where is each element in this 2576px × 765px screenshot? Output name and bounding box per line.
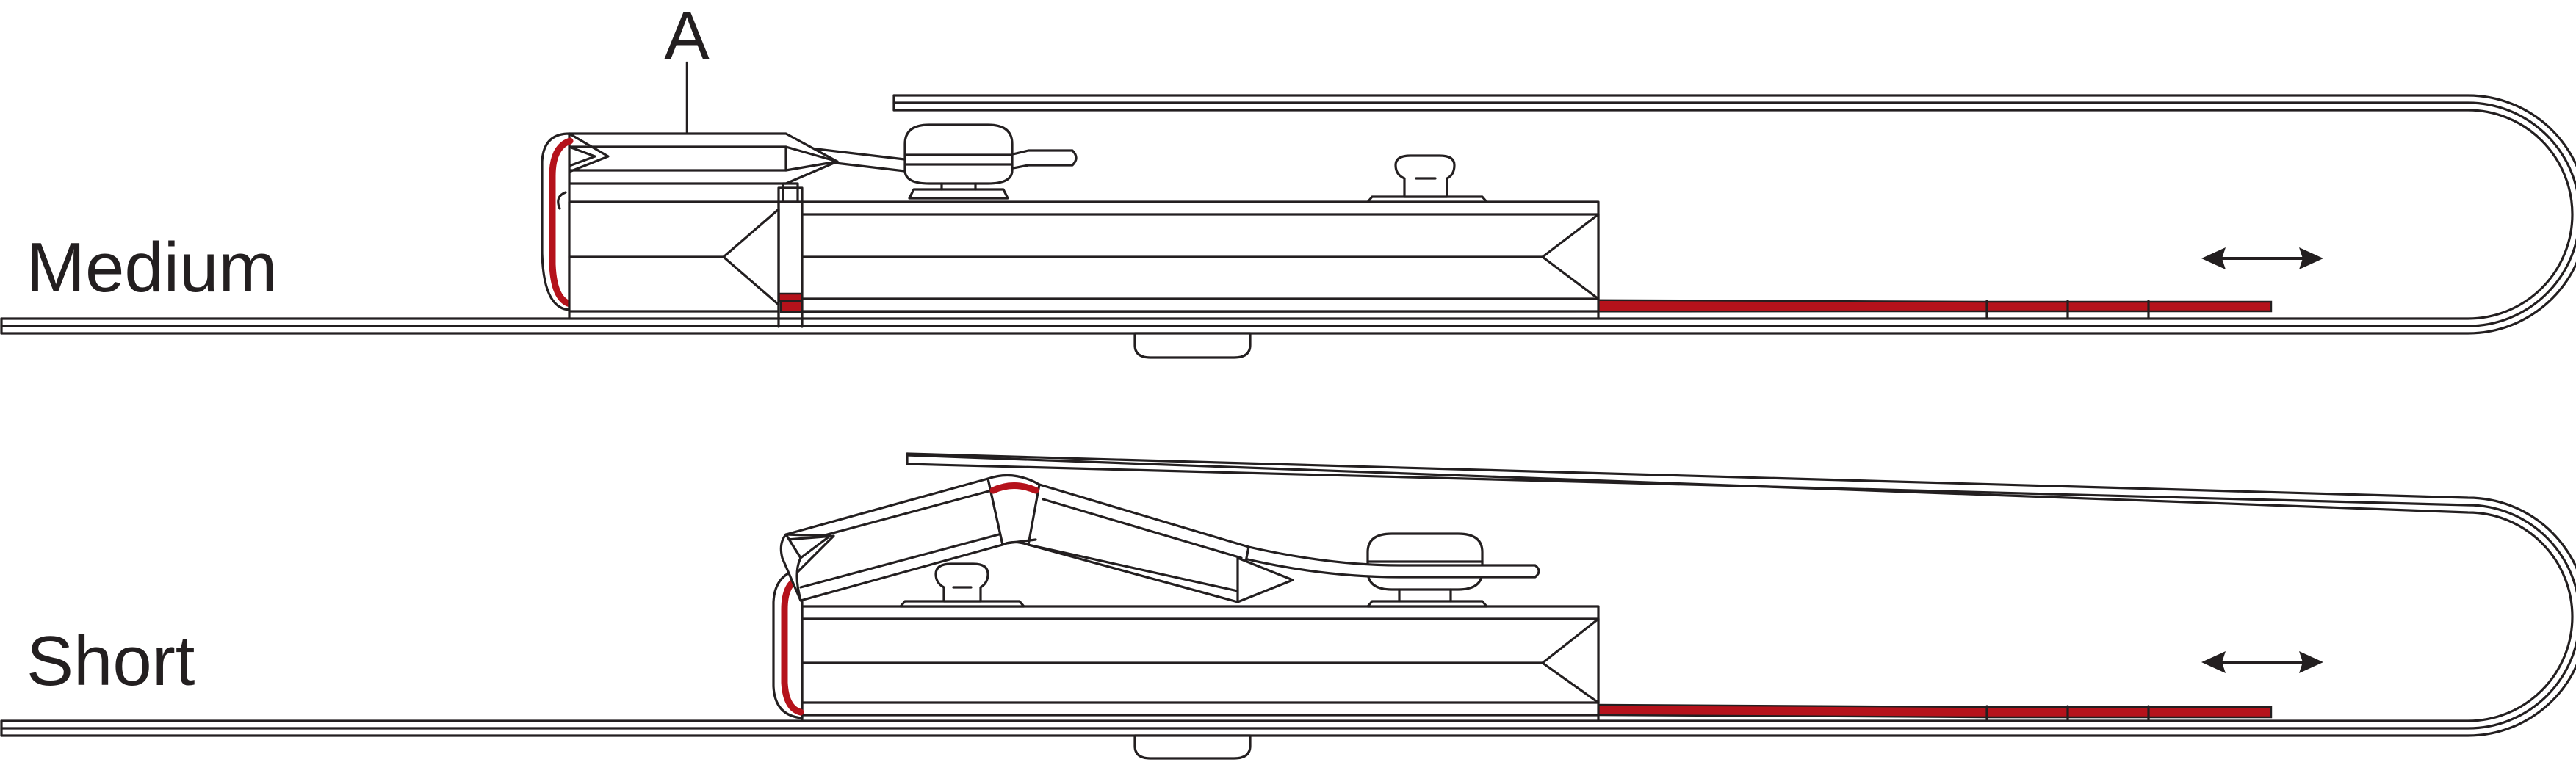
short-bottom-tab: [1133, 734, 1252, 760]
short-label: Short: [26, 622, 195, 700]
callout-a: A: [664, 0, 710, 134]
medium-post: [1366, 154, 1488, 203]
medium-slide-arrow-icon: [2201, 247, 2323, 269]
medium-rivet-head: [903, 123, 1014, 200]
short-main-body: [772, 568, 1600, 722]
short-post-left: [899, 562, 1025, 608]
callout-a-label: A: [664, 0, 710, 73]
medium-label: Medium: [26, 228, 277, 307]
short-buckle-frame: [779, 474, 1294, 603]
medium-main-body: [801, 200, 1600, 320]
short-strap-loop: [0, 452, 2576, 737]
short-slide-arrow-icon: [2201, 651, 2323, 673]
short-post-right: [1366, 600, 1488, 608]
medium-buckle-frame: [541, 132, 839, 311]
medium-strap-loop: [0, 94, 2576, 335]
medium-bottom-tab: [1133, 332, 1252, 359]
short-red-strap: [1597, 703, 2273, 722]
short-configuration: Short: [0, 452, 2576, 760]
medium-left-block: [568, 182, 804, 328]
medium-configuration: A Medium: [0, 0, 2576, 359]
short-lever-strap: [1027, 490, 1540, 579]
